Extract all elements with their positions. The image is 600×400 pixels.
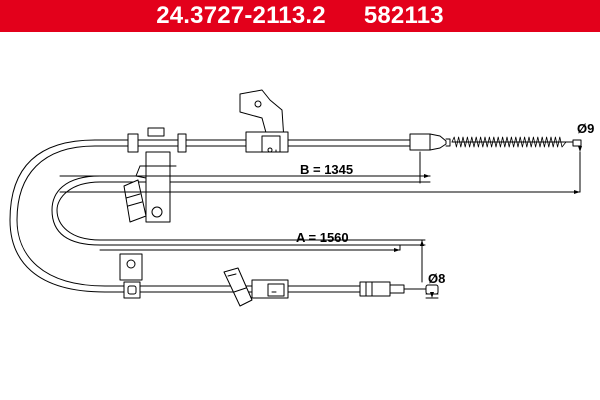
part-number: 24.3727-2113.2 <box>156 2 326 29</box>
cable-inner-path <box>16 145 226 287</box>
diameter-upper-label: Ø9 <box>577 121 594 136</box>
cable-drawing: B = 1345 A = 1560 Ø9 Ø8 <box>9 89 594 307</box>
diameter-lower-label: Ø8 <box>428 271 445 286</box>
dimension-a-lines <box>99 239 423 283</box>
cable-outer-path <box>9 139 226 293</box>
arrow-a-right <box>394 248 400 252</box>
upper-clip <box>239 89 289 153</box>
lower-mount-bracket <box>119 253 143 299</box>
arrow-d8 <box>430 292 434 298</box>
inner-loop-path <box>56 181 431 241</box>
reference-number: 582113 <box>363 2 444 29</box>
inner-loop-path-2 <box>51 175 431 246</box>
upper-end-pin <box>572 139 582 147</box>
arrow-b-left <box>424 174 430 178</box>
upper-mount-bracket <box>123 127 187 223</box>
dimension-b-lines <box>59 151 581 193</box>
arrow-d9 <box>578 146 582 152</box>
lower-clip <box>223 267 289 307</box>
title-bar: 24.3727-2113.2 582113 <box>0 0 600 32</box>
arrow-b-right <box>574 190 580 194</box>
dimension-b-label: B = 1345 <box>300 162 353 177</box>
arrow-a-end <box>420 240 424 246</box>
spring <box>451 136 567 148</box>
dimension-a-label: A = 1560 <box>296 230 349 245</box>
lower-end-fitting <box>359 281 439 297</box>
upper-end-fitting <box>409 133 579 151</box>
